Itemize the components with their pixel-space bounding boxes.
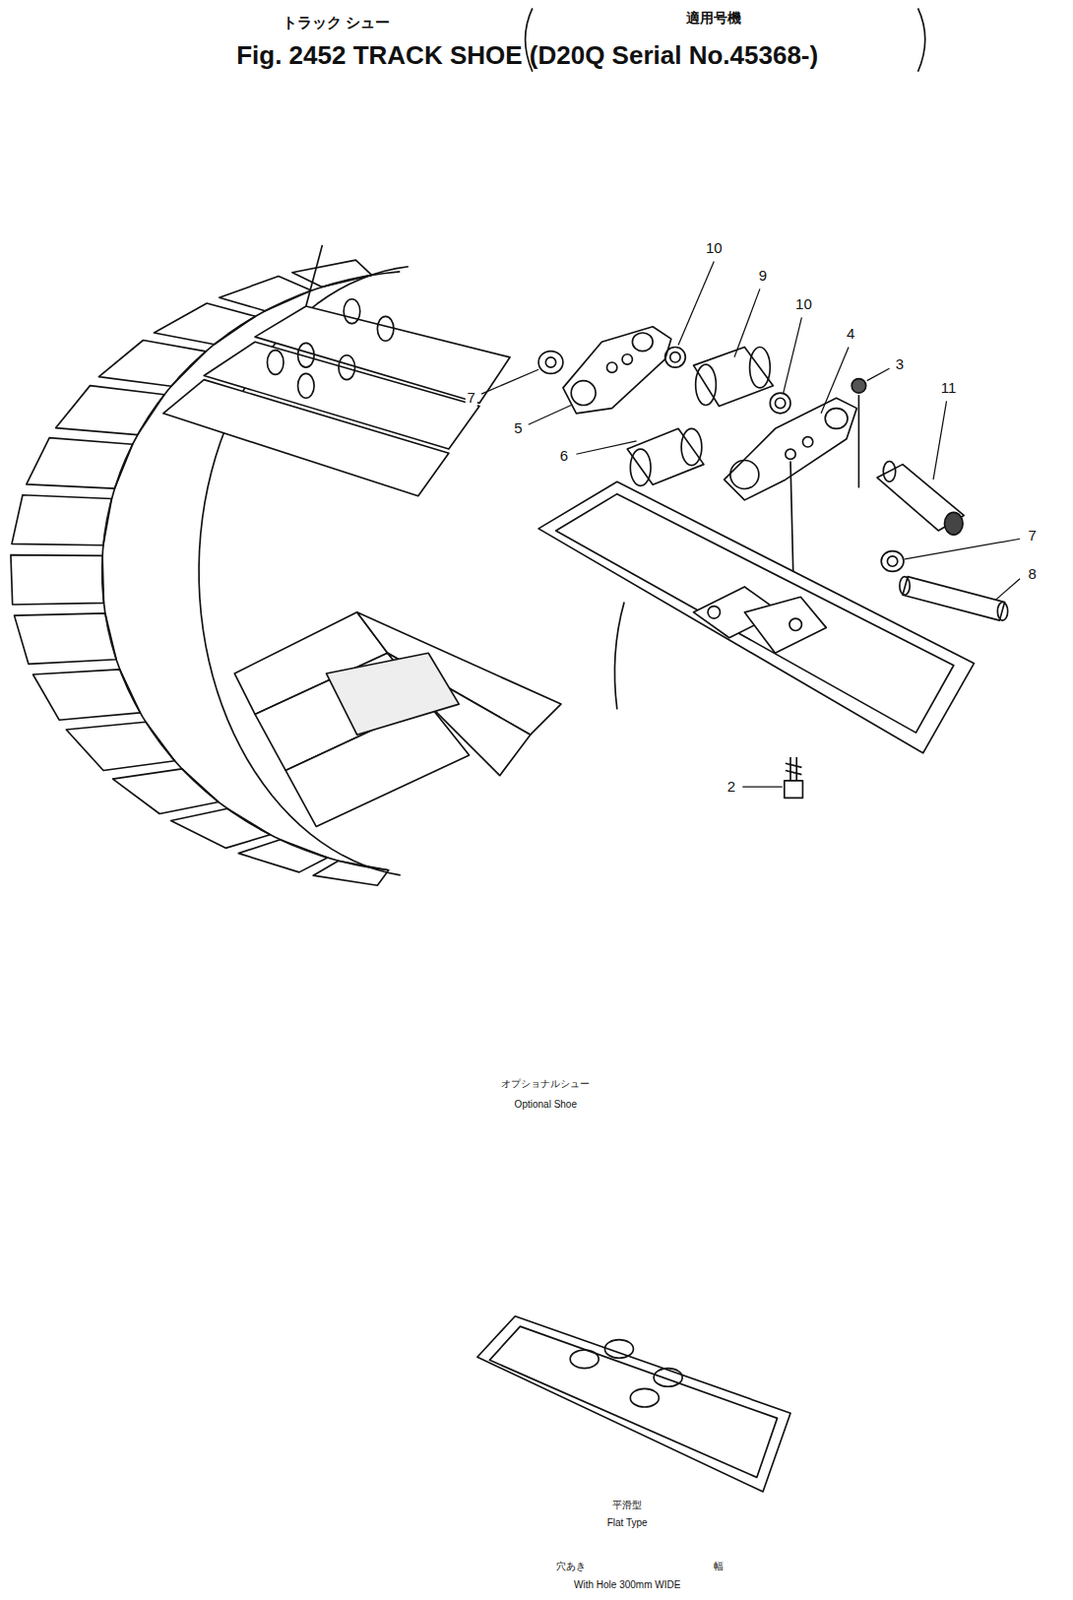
caption-text: トラック シュー bbox=[280, 14, 392, 32]
caption-text: Flat Type bbox=[605, 1515, 650, 1527]
track-shoe bbox=[153, 303, 255, 345]
callout-number: 11 bbox=[939, 378, 959, 396]
callout-number: 7 bbox=[1025, 527, 1038, 545]
callout-number: 8 bbox=[1025, 566, 1038, 583]
shoe-bolt bbox=[784, 757, 804, 798]
flat-shoe bbox=[477, 1316, 791, 1492]
callout-number: 9 bbox=[757, 267, 769, 285]
track-shoe bbox=[10, 555, 104, 605]
track-shoe bbox=[98, 339, 206, 386]
caption-text: 適用号機 bbox=[684, 10, 744, 26]
callout-number: 10 bbox=[793, 296, 815, 314]
track-shoe bbox=[65, 721, 175, 770]
optional-shoe bbox=[538, 481, 974, 754]
title-bracket bbox=[918, 7, 926, 71]
callout-number: 5 bbox=[511, 420, 524, 438]
callout-number: 10 bbox=[703, 240, 725, 257]
track-shoe bbox=[219, 276, 313, 312]
track-shoe bbox=[238, 839, 327, 873]
callout-number: 6 bbox=[558, 447, 570, 465]
caption-text: 幅 bbox=[711, 1560, 726, 1572]
caption-text: 穴あき bbox=[554, 1560, 588, 1572]
track-shoe bbox=[11, 495, 112, 546]
figure-title: Fig. 2452 TRACK SHOE (D20Q Serial No.453… bbox=[234, 41, 821, 70]
leader-lines bbox=[481, 260, 1020, 787]
callout-number: 3 bbox=[893, 356, 906, 374]
track-shoe bbox=[13, 613, 117, 664]
caption-text: Optional Shoe bbox=[512, 1098, 579, 1110]
caption-text: With Hole 300mm WIDE bbox=[571, 1578, 683, 1590]
track-shoe bbox=[171, 808, 271, 848]
callout-number: 2 bbox=[725, 778, 738, 796]
track-shoe bbox=[292, 259, 373, 287]
track-shoe bbox=[33, 669, 141, 720]
callout-number: 4 bbox=[844, 325, 857, 343]
caption-text: オプショナルシュー bbox=[499, 1077, 592, 1089]
track-shoe bbox=[113, 768, 219, 815]
track-shoe bbox=[56, 385, 165, 436]
lower-shoes bbox=[234, 612, 562, 827]
caption-text: 平滑型 bbox=[610, 1499, 644, 1511]
upper-shoes bbox=[163, 245, 510, 497]
callout-number: 7 bbox=[465, 389, 478, 407]
